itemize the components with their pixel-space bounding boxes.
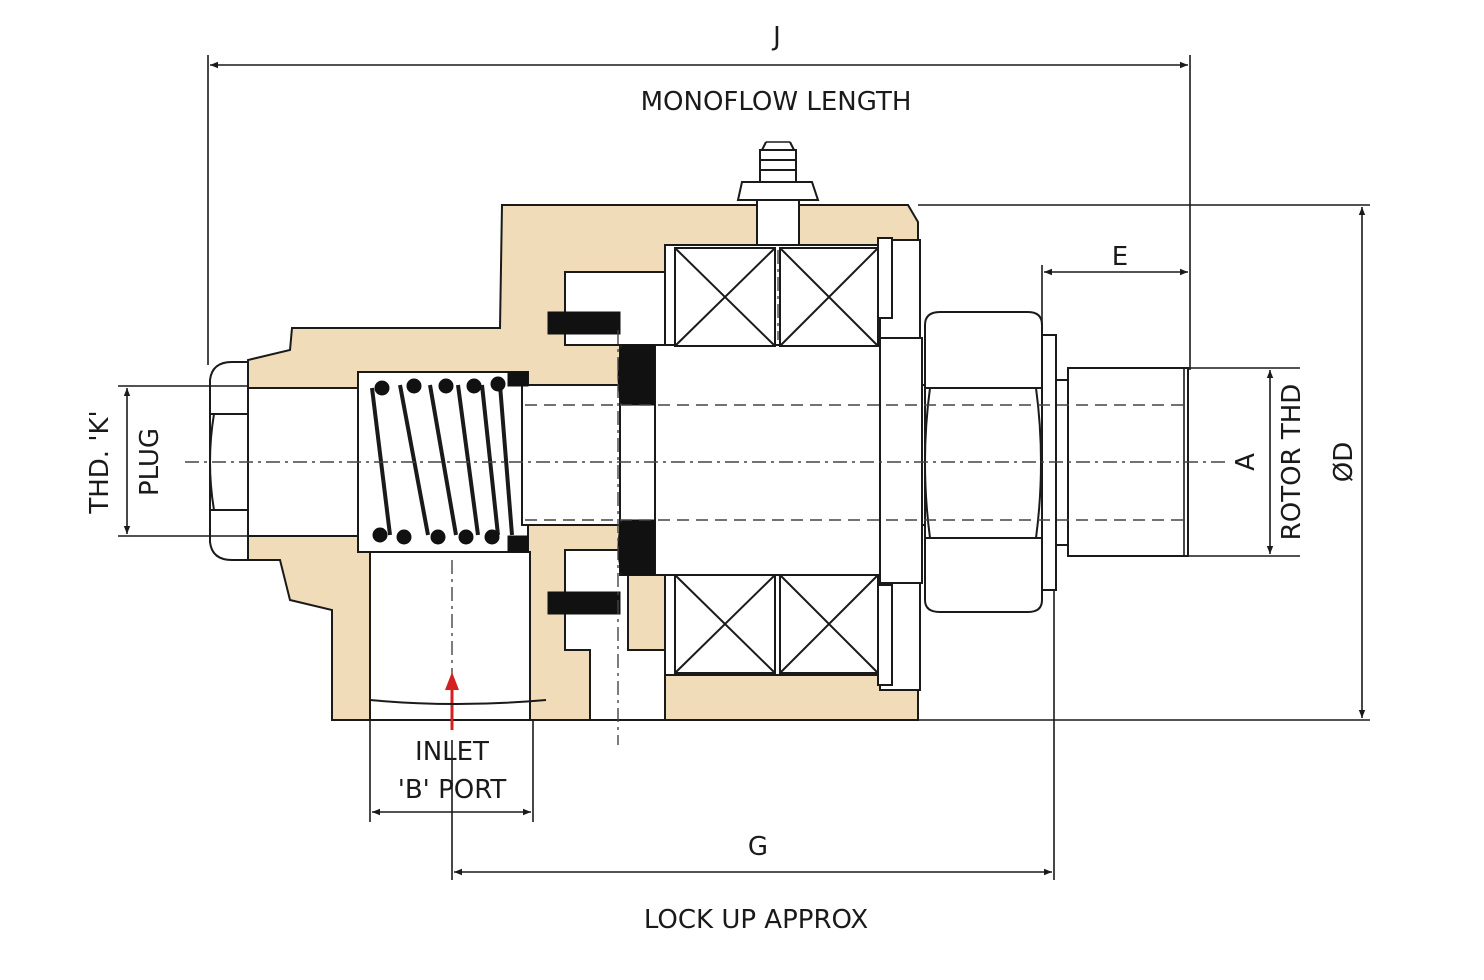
dimension-e — [1041, 265, 1188, 330]
label-e: E — [1112, 242, 1128, 272]
label-thd-k: THD. 'K' — [85, 410, 115, 514]
label-plug: PLUG — [135, 428, 165, 496]
label-monoflow-length: MONOFLOW LENGTH — [641, 87, 912, 117]
label-b-port: 'B' PORT — [398, 775, 507, 805]
seals — [547, 311, 656, 615]
inlet-port-face — [369, 699, 547, 705]
label-lock-up-approx: LOCK UP APPROX — [644, 905, 868, 935]
retaining-rings — [877, 237, 923, 686]
dimension-g — [451, 590, 1055, 880]
dimension-j — [207, 55, 1191, 370]
label-inlet: INLET — [415, 737, 489, 767]
label-j: J — [771, 22, 781, 52]
rotor-shaft — [521, 344, 928, 576]
dimension-od — [918, 204, 1370, 721]
label-g: G — [748, 832, 768, 862]
grease-fitting — [736, 141, 820, 246]
inlet-flow-arrow — [445, 672, 459, 730]
bearings — [674, 247, 879, 674]
dimension-thd-k — [118, 385, 248, 537]
label-a: A — [1231, 453, 1261, 471]
label-od: ØD — [1329, 442, 1359, 483]
hex-plug — [209, 361, 249, 561]
dimension-a — [1186, 367, 1300, 557]
label-rotor-thd: ROTOR THD — [1277, 384, 1307, 541]
